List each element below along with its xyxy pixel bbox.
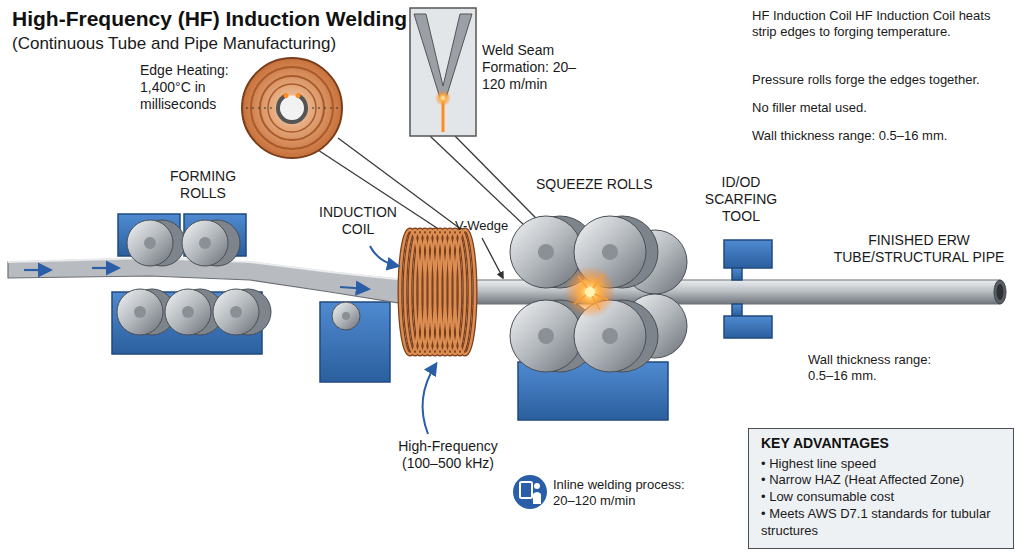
scarfing-tool (724, 240, 772, 338)
part-label: V-Wedge (455, 218, 515, 234)
inset-callout: Weld Seam Formation: 20–120 m/min (482, 42, 587, 92)
process-note: No filler metal used. (752, 100, 1014, 116)
inset-callout: Edge Heating: 1,400°C in milliseconds (140, 62, 235, 112)
box-heading: KEY ADVANTAGES (761, 435, 1003, 453)
spec-note: Wall thickness range: 0.5–16 mm. (808, 352, 958, 383)
weld-glow (564, 266, 616, 318)
travel-arrows (24, 268, 368, 289)
forming-roll-stand (112, 214, 271, 354)
edge-heating-inset (242, 58, 342, 158)
process-note: HF Induction Coil HF Induction Coil heat… (752, 8, 1014, 39)
welded-pipe (405, 280, 1006, 304)
support-roll-stand (320, 302, 390, 382)
advantages-box: KEY ADVANTAGES • Highest line speed• Narr… (748, 428, 1014, 549)
label-leaders (370, 238, 503, 434)
part-label: ID/OD SCARFING TOOL (700, 174, 782, 224)
forming-rolls-top (127, 220, 240, 266)
advantage-item: • Narrow HAZ (Heat Affected Zone) (761, 472, 1003, 489)
squeeze-roll-stand (510, 216, 687, 420)
advantage-item: • Low consumable cost (761, 489, 1003, 506)
advantage-item: • Highest line speed (761, 456, 1003, 473)
diagram-title: High-Frequency (HF) Induction Welding (12, 6, 407, 31)
induction-coil (400, 230, 475, 354)
speed-note: Inline welding process: 20–120 m/min (553, 477, 703, 508)
v-wedge-inset (410, 8, 476, 136)
process-note: Pressure rolls forge the edges together. (752, 72, 1014, 88)
process-icon (513, 475, 547, 509)
frequency-note: High-Frequency (100–500 kHz) (386, 438, 510, 472)
advantage-item: • Meets AWS D7.1 standards for tubular s… (761, 506, 1003, 540)
process-note: Wall thickness range: 0.5–16 mm. (752, 128, 1014, 144)
part-label: FINISHED ERW TUBE/STRUCTURAL PIPE (822, 232, 1016, 266)
part-label: SQUEEZE ROLLS (536, 176, 686, 193)
part-label: FORMING ROLLS (158, 168, 248, 202)
part-label: INDUCTION COIL (316, 204, 400, 238)
